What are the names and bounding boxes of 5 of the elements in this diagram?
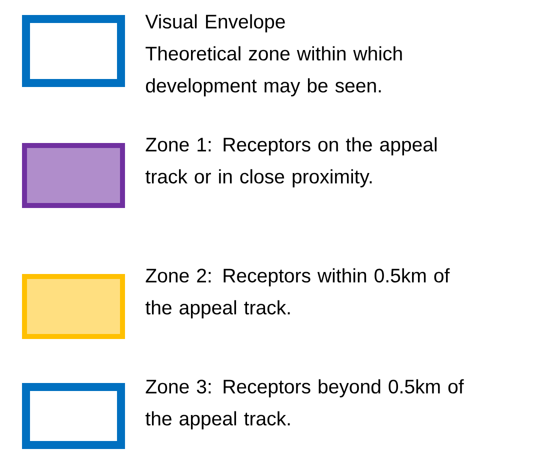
legend-text: Zone 1: Receptors on the appeal track or in close proximity. [146, 137, 437, 188]
legend-text: Zone 3: Receptors beyond 0.5km of the appeal track. [146, 379, 464, 430]
description-text: Theoretical zone within which development may be seen. [146, 46, 402, 96]
legend-text: Visual Envelope [145, 14, 285, 32]
legend-text: Zone 2: Receptors within 0.5km of the appeal track. [146, 268, 450, 318]
